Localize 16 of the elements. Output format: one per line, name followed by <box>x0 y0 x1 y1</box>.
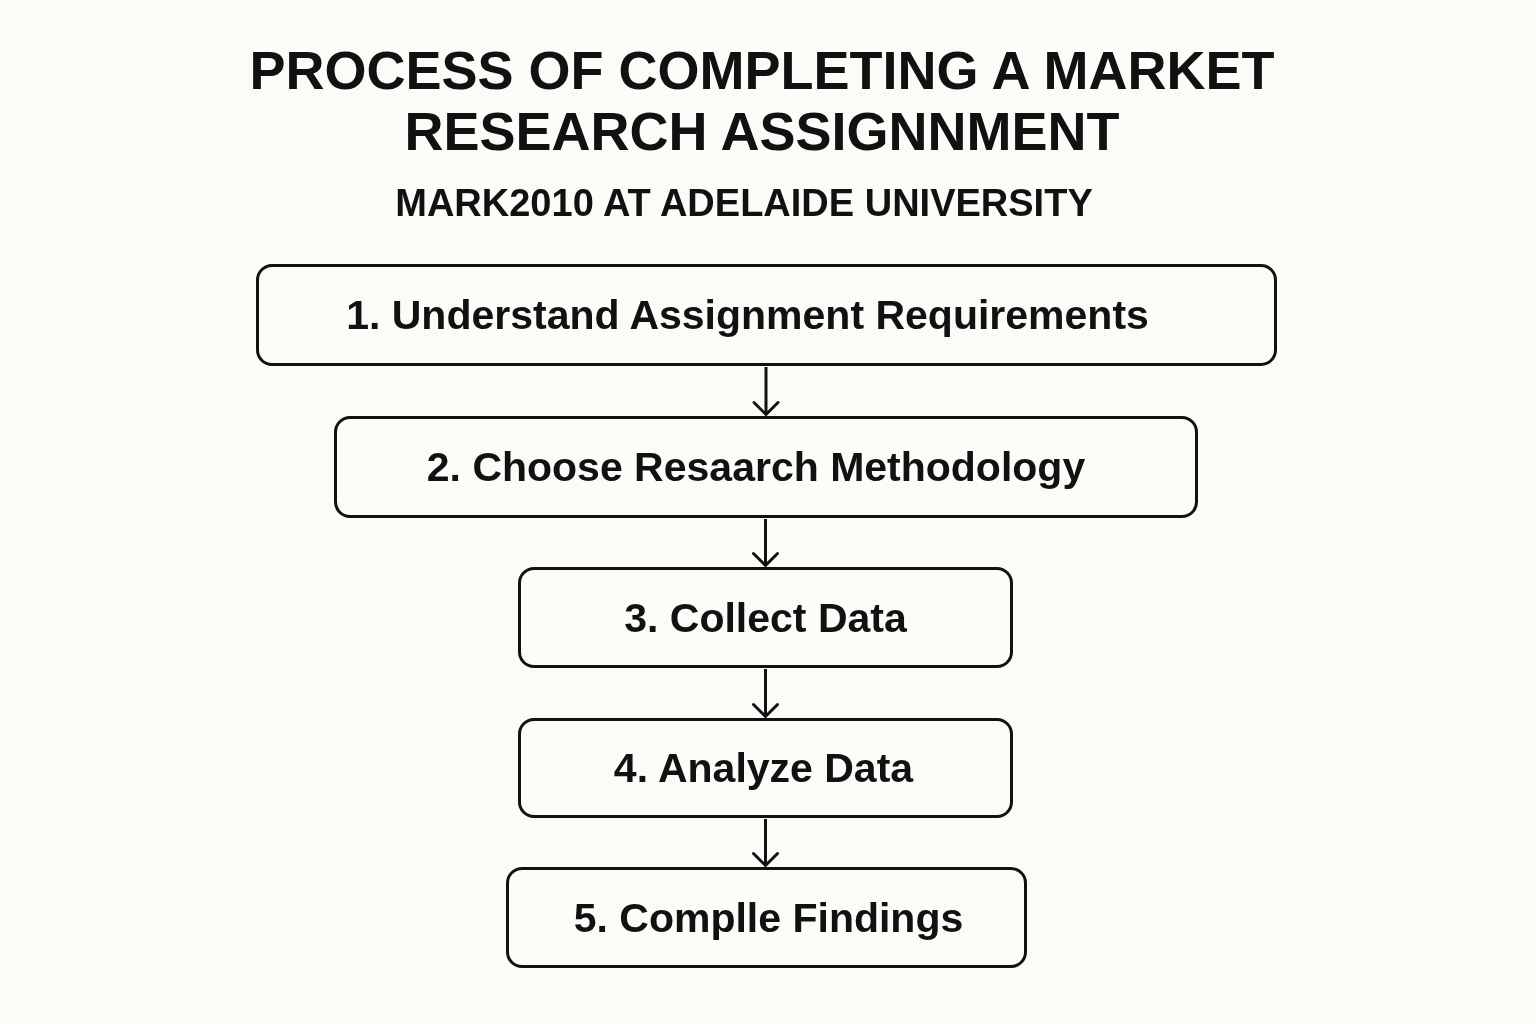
process-box <box>506 867 1027 968</box>
arrow <box>752 669 779 718</box>
step-label: 1. Understand Assignment Requirements <box>346 291 1149 339</box>
step-label: 4. Analyze Data <box>613 744 914 792</box>
process-box <box>518 718 1013 818</box>
process-box <box>518 567 1013 668</box>
step-label: 5. Complle Findings <box>573 893 964 942</box>
step-label: 2. Choose Resaarch Methodology <box>426 443 1086 491</box>
arrow <box>752 367 780 416</box>
title: PROCESS OF COMPLETING A MARKET RESEARCH ASSIGNNMENT <box>248 40 1276 162</box>
arrow <box>752 519 779 567</box>
process-box <box>256 264 1277 366</box>
arrow <box>752 819 779 867</box>
step-label: 3. Collect Data <box>624 593 907 642</box>
subtitle: MARK2010 AT ADELAIDE UNIVERSITY <box>394 181 1094 225</box>
process-box <box>334 416 1198 518</box>
